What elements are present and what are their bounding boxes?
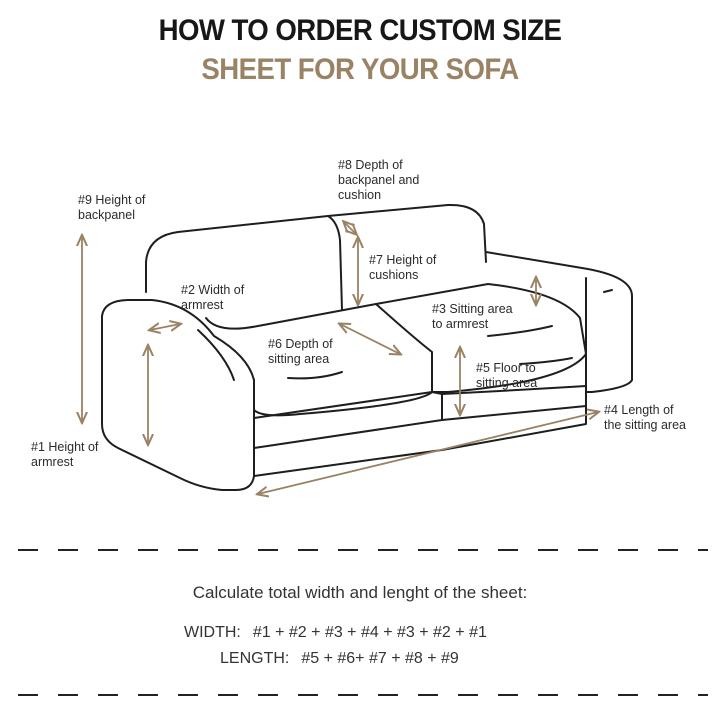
dashed-divider-top: [18, 549, 708, 551]
right-armrest: [485, 251, 633, 393]
arrow-6-sitting-depth: [340, 324, 400, 354]
arrow-2-armrest-width: [150, 324, 180, 330]
left-armrest: [101, 299, 255, 491]
page-title: HOW TO ORDER CUSTOM SIZE: [158, 14, 562, 47]
width-formula-row: WIDTH: #1 + #2 + #3 + #4 + #3 + #2 + #1: [184, 624, 487, 642]
backpanel-seam: [327, 215, 343, 311]
width-formula: #1 + #2 + #3 + #4 + #3 + #2 + #1: [252, 624, 487, 641]
measurement-arrows: [82, 222, 598, 494]
right-seat-cushion: [375, 283, 587, 393]
sofa-base: [253, 391, 443, 449]
width-key: WIDTH:: [184, 624, 241, 641]
length-key: LENGTH:: [220, 650, 290, 667]
sofa-outline: [101, 203, 633, 491]
arrow-4-sitting-length: [258, 412, 598, 494]
length-formula: #5 + #6+ #7 + #8 + #9: [301, 650, 459, 667]
arrow-8-backpanel-depth: [344, 222, 356, 234]
page-subtitle: SHEET FOR YOUR SOFA: [201, 53, 519, 86]
calculation-heading: Calculate total width and lenght of the …: [192, 583, 528, 602]
dashed-divider-bottom: [18, 694, 708, 696]
length-formula-row: LENGTH: #5 + #6+ #7 + #8 + #9: [220, 650, 459, 668]
